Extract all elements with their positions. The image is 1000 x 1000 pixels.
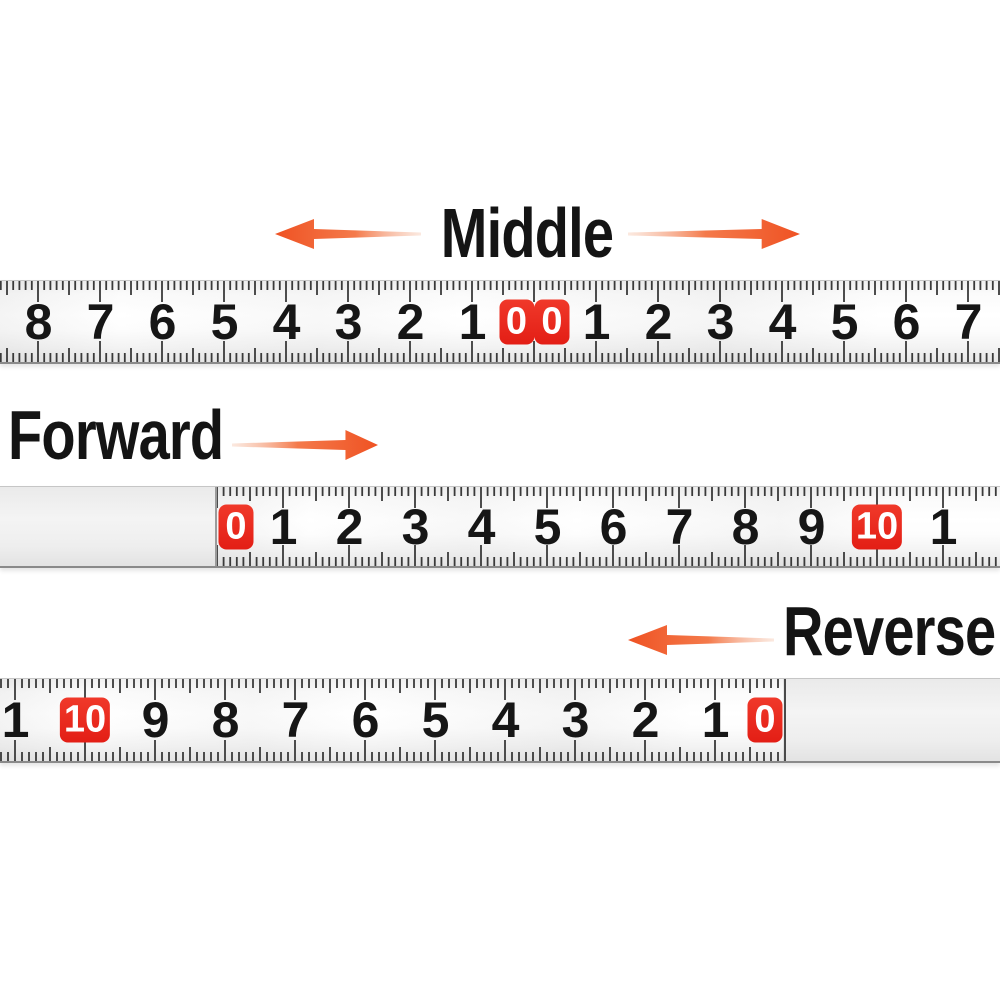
ruler-number: 4 [491, 692, 520, 748]
ruler-number: 8 [211, 692, 240, 748]
ruler-number: 1 [1, 692, 30, 748]
ruler-number: 7 [954, 293, 983, 350]
ruler-number: 2 [335, 498, 364, 555]
zero-highlight-badge: 0 [747, 697, 783, 743]
middle-left-arrow-icon [275, 219, 421, 249]
ruler-number: 2 [631, 692, 660, 748]
ruler-number: 7 [281, 692, 310, 748]
ruler-number: 3 [334, 293, 363, 350]
ruler-number: 9 [797, 498, 826, 555]
middle-heading: Middle [440, 194, 614, 272]
zero-highlight-badge: 0 [499, 299, 534, 344]
zero-highlight-badge: 10 [59, 697, 111, 743]
ruler-number: 8 [731, 498, 760, 555]
ruler-number: 1 [582, 293, 611, 350]
ruler-number: 4 [272, 293, 301, 350]
ruler-number: 1 [269, 498, 298, 555]
ruler-number: 6 [892, 293, 921, 350]
ruler-number: 1 [929, 498, 958, 555]
ruler-ticks [0, 679, 786, 761]
ruler-number: 3 [401, 498, 430, 555]
ruler-number: 7 [86, 293, 115, 350]
ruler-number: 4 [467, 498, 496, 555]
ruler-number: 1 [701, 692, 730, 748]
forward-right-arrow-icon [232, 430, 378, 460]
ruler-number: 3 [706, 293, 735, 350]
zero-highlight-badge: 0 [218, 504, 254, 549]
ruler-number: 6 [148, 293, 177, 350]
ruler-number: 3 [561, 692, 590, 748]
ruler-number: 2 [644, 293, 673, 350]
ruler-number: 6 [599, 498, 628, 555]
zero-highlight-badge: 10 [851, 504, 903, 549]
blank-tape-segment [0, 487, 215, 566]
ruler-number: 4 [768, 293, 797, 350]
ruler-ticks [215, 487, 997, 566]
reverse-left-arrow-icon [628, 625, 774, 655]
ruler-number: 5 [830, 293, 859, 350]
ruler-number: 1 [458, 293, 487, 350]
ruler-number: 8 [24, 293, 53, 350]
ruler-number: 5 [421, 692, 450, 748]
ruler-ticks [0, 281, 1000, 362]
ruler-number: 9 [141, 692, 170, 748]
forward-heading: Forward [8, 396, 224, 474]
ruler-number: 6 [351, 692, 380, 748]
reverse-heading: Reverse [783, 592, 996, 670]
ruler-number: 2 [396, 293, 425, 350]
zero-highlight-badge: 0 [534, 299, 570, 344]
ruler-number: 5 [533, 498, 562, 555]
ruler-number: 7 [665, 498, 694, 555]
ruler-number: 5 [210, 293, 239, 350]
middle-right-arrow-icon [628, 219, 800, 249]
blank-tape-segment [786, 679, 1000, 761]
